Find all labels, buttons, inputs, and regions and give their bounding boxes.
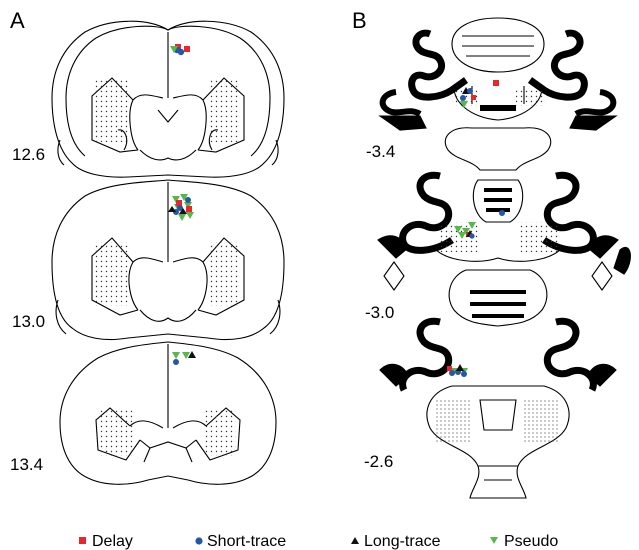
marker-pseudo <box>172 352 180 359</box>
legend: Delay Short-trace Long-trace Pseudo <box>79 533 558 550</box>
marker-delay <box>184 46 190 52</box>
marker-short-trace <box>460 95 466 101</box>
panel-a-label: A <box>10 8 25 33</box>
panel-a-markers <box>168 44 196 365</box>
panel-a-coord-3: 13.4 <box>10 455 43 474</box>
panel-a-coord-2: 13.0 <box>12 312 45 331</box>
marker-delay <box>471 95 476 100</box>
panel-b-section-2 <box>378 128 630 290</box>
legend-delay-marker <box>79 537 86 544</box>
marker-delay <box>493 80 499 86</box>
marker-short-trace <box>499 210 505 216</box>
panel-b-section-3 <box>380 270 616 498</box>
legend-delay-label: Delay <box>92 533 133 550</box>
marker-short-trace <box>467 88 473 94</box>
marker-short-trace <box>173 359 179 365</box>
panel-a-coord-1: 12.6 <box>12 145 45 164</box>
marker-cluster-a2 <box>168 194 194 221</box>
panel-a-section-3 <box>60 342 276 484</box>
legend-long-trace-label: Long-trace <box>364 533 441 550</box>
panel-b-coord-1: -3.4 <box>366 142 395 161</box>
panel-b-label: B <box>352 8 367 33</box>
legend-short-trace-label: Short-trace <box>207 533 286 550</box>
legend-short-trace-marker <box>195 537 202 544</box>
panel-b-section-1 <box>380 18 616 130</box>
legend-pseudo-marker <box>490 537 498 544</box>
panel-b-coord-3: -2.6 <box>364 452 393 471</box>
panel-a-section-1 <box>52 21 284 177</box>
panel-a-section-2 <box>52 180 284 340</box>
legend-pseudo-label: Pseudo <box>504 533 558 550</box>
legend-long-trace-marker <box>351 537 359 544</box>
panel-b-coord-2: -3.0 <box>365 303 394 322</box>
